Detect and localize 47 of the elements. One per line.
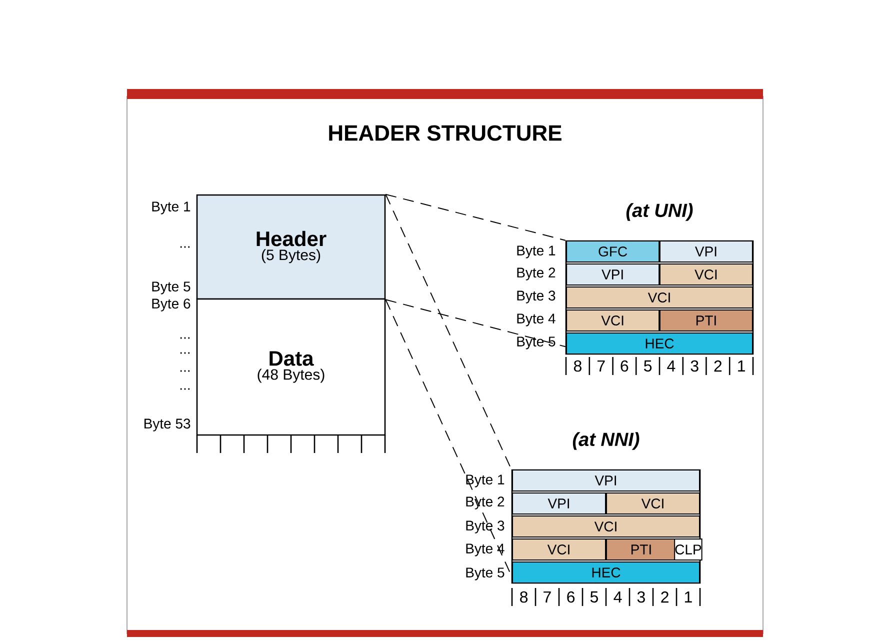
bit-number: 7 xyxy=(597,360,605,372)
field-cell: VPI xyxy=(566,264,660,286)
bit-number: 4 xyxy=(667,360,676,372)
bit-number: 2 xyxy=(714,360,722,372)
bit-number: 4 xyxy=(614,592,622,602)
byte-label: Byte 1 xyxy=(466,474,504,488)
table-heading: (at UNI) xyxy=(626,203,693,221)
field-cell: VCI xyxy=(606,492,700,514)
byte-label: Byte 3 xyxy=(517,290,556,304)
field-cell: PTI xyxy=(659,310,753,332)
bit-number: 6 xyxy=(620,360,628,372)
field-cell: VPI xyxy=(659,240,753,262)
byte-label: Byte 5 xyxy=(152,282,190,294)
bit-number: 5 xyxy=(590,591,598,603)
cell-block: Header (5 Bytes) xyxy=(196,194,386,300)
byte-label: Byte 4 xyxy=(517,314,556,326)
byte-label: Byte 6 xyxy=(152,298,190,312)
byte-label: Byte 1 xyxy=(517,246,556,258)
field-cell: VPI xyxy=(512,492,606,514)
byte-label: Byte 5 xyxy=(466,568,504,580)
field-cell: GFC xyxy=(566,240,660,262)
field-cell: HEC xyxy=(566,332,753,354)
bit-number: 3 xyxy=(637,591,645,603)
field-cell: VCI xyxy=(566,310,660,332)
bit-number: 5 xyxy=(644,360,652,372)
field-cell: VCI xyxy=(566,286,753,308)
field-cell: HEC xyxy=(512,562,700,584)
field-cell: CLP xyxy=(674,538,702,560)
bit-number: 7 xyxy=(544,592,551,602)
bit-number: 8 xyxy=(574,360,582,372)
field-cell: PTI xyxy=(606,538,676,560)
field-cell: VCI xyxy=(512,538,606,560)
dashed-line xyxy=(385,194,566,241)
byte-label: Byte 2 xyxy=(517,268,556,280)
field-cell: VCI xyxy=(659,264,753,286)
bit-number: 1 xyxy=(738,360,745,372)
dashed-line xyxy=(385,299,566,348)
byte-label: ... xyxy=(180,337,190,339)
table-heading: (at NNI) xyxy=(572,432,640,450)
title: HEADER STRUCTURE xyxy=(329,125,562,141)
bit-number: 2 xyxy=(661,591,668,603)
bit-number: 1 xyxy=(684,592,692,602)
bit-number: 3 xyxy=(690,360,698,372)
cell-block: Data (48 Bytes) xyxy=(196,298,386,436)
byte-label: Byte 3 xyxy=(466,520,504,534)
bit-number: 6 xyxy=(567,591,575,603)
bit-number: 8 xyxy=(520,591,528,603)
